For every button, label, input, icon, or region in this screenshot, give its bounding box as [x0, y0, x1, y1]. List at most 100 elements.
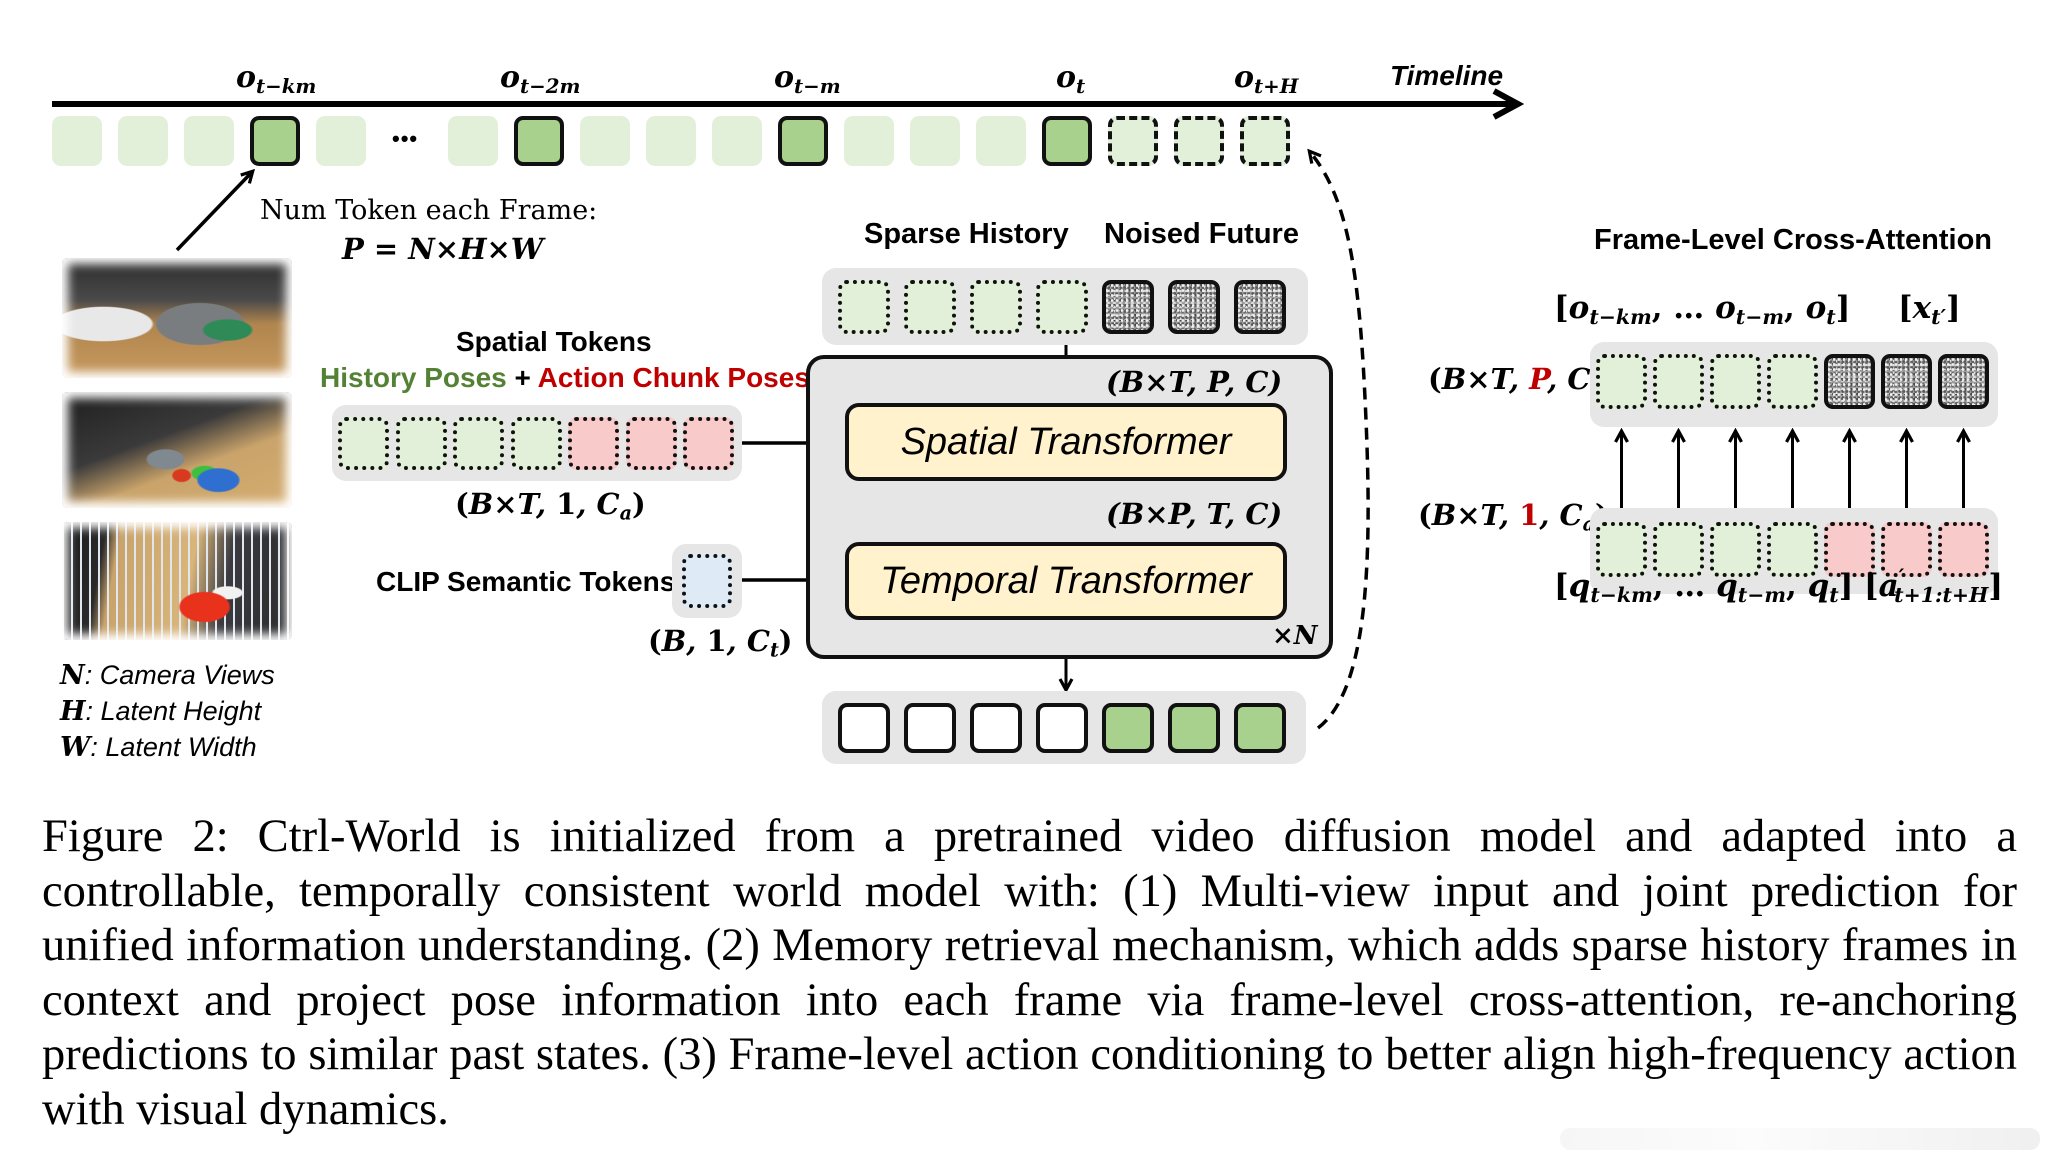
action-chunk-poses-label: Action Chunk Poses: [537, 362, 810, 393]
timeline-frame: [580, 116, 630, 166]
marker-o-t: ot: [1056, 60, 1086, 98]
cross-attention-bottom-label-left: [qt−km, … qt−m, qt]: [1554, 568, 1854, 608]
spatial-action-token: [568, 417, 619, 470]
cross-attention-top-label-right: [xt′]: [1898, 290, 1961, 330]
input-history-token: [1036, 280, 1088, 334]
xattn-top-noise-token: [1881, 354, 1932, 409]
output-predicted-token: [1102, 703, 1154, 753]
timeline-frame: [712, 116, 762, 166]
timeline-future-frame: [1108, 116, 1158, 166]
xattn-bottom-history-token: [1596, 522, 1647, 577]
xattn-bottom-history-token: [1767, 522, 1818, 577]
timeline-future-frame: [1174, 116, 1224, 166]
timeline-frame: [52, 116, 102, 166]
marker-o-t-2m: ot−2m: [500, 60, 581, 98]
timeline-frame: [118, 116, 168, 166]
output-empty-token: [970, 703, 1022, 753]
timeline-key-frame: [1042, 116, 1092, 166]
watermark-artifact: [1560, 1128, 2040, 1150]
legend-latent-height: H: Latent Height: [60, 696, 262, 727]
spatial-history-token: [338, 417, 389, 470]
timeline-frame: [976, 116, 1026, 166]
shape-mid-label: (B×P, T, C): [1106, 497, 1283, 531]
timeline-key-frame: [778, 116, 828, 166]
xattn-top-history-token: [1767, 354, 1818, 409]
xattn-bottom-history-token: [1710, 522, 1761, 577]
output-empty-token: [904, 703, 956, 753]
output-sequence-panel: [822, 691, 1306, 764]
xattn-top-noise-token: [1824, 354, 1875, 409]
xattn-top-noise-token: [1938, 354, 1989, 409]
timeline-key-frame: [514, 116, 564, 166]
marker-o-t-plus-h: ot+H: [1234, 60, 1299, 98]
noised-future-label: Noised Future: [1104, 218, 1299, 250]
clip-token: [682, 554, 732, 608]
camera-view-1: [62, 258, 292, 378]
legend-camera-views: N: Camera Views: [60, 660, 275, 691]
sparse-history-label: Sparse History: [864, 218, 1069, 250]
camera-view-3: [62, 522, 292, 640]
marker-o-t-km: ot−km: [236, 60, 317, 98]
timeline-frame: [184, 116, 234, 166]
spatial-tokens-shape: (B×T, 1, Ca): [455, 487, 646, 525]
xattn-top-history-token: [1710, 354, 1761, 409]
history-poses-label: History Poses: [320, 362, 507, 393]
num-token-formula: P = N×H×W: [342, 232, 544, 266]
legend-latent-width: W: Latent Width: [60, 732, 257, 763]
spatial-tokens-subtitle: History Poses + Action Chunk Poses: [320, 362, 810, 393]
clip-tokens-label: CLIP Semantic Tokens: [376, 566, 676, 597]
timeline-frame: [646, 116, 696, 166]
timeline-frame: [448, 116, 498, 166]
figure-caption: Figure 2: Ctrl-World is initialized from…: [42, 811, 2017, 1135]
xattn-top-history-token: [1596, 354, 1647, 409]
xattn-bottom-history-token: [1653, 522, 1704, 577]
spatial-action-token: [625, 417, 677, 470]
timeline-frame: [844, 116, 894, 166]
input-noise-token: [1234, 280, 1286, 334]
temporal-transformer: Temporal Transformer: [845, 542, 1287, 620]
timeline-axis: [52, 101, 1512, 107]
timeline-frame: [910, 116, 960, 166]
cross-attention-top-label-left: [ot−km, … ot−m, ot]: [1554, 290, 1851, 330]
input-history-token: [838, 280, 890, 334]
cross-attention-arrows: [1622, 432, 1964, 520]
xattn-bottom-action-token: [1824, 522, 1875, 577]
frame-pointer-arrow: [175, 172, 252, 252]
cross-attention-row2-shape: (B×T, 1, Ca): [1418, 498, 1609, 536]
xattn-top-history-token: [1653, 354, 1704, 409]
repeat-label: ×N: [1272, 621, 1318, 651]
marker-o-t-m: ot−m: [774, 60, 841, 98]
spatial-tokens-panel: [332, 405, 742, 481]
cross-attention-row1-panel: [1590, 342, 1998, 427]
output-predicted-token: [1234, 703, 1286, 753]
timeline-frame: [316, 116, 366, 166]
shape-in-label: (B×T, P, C): [1106, 365, 1283, 399]
timeline-arrowhead-icon: [1492, 88, 1524, 120]
num-token-label: Num Token each Frame:: [260, 195, 598, 226]
cross-attention-title: Frame-Level Cross-Attention: [1594, 224, 1993, 256]
cross-attention-row1-shape: (B×T, P, C): [1428, 362, 1604, 396]
spatial-history-token: [395, 417, 447, 470]
timeline-key-frame: [250, 116, 300, 166]
timeline-future-frame: [1240, 116, 1290, 166]
xattn-bottom-action-token: [1881, 522, 1932, 577]
output-empty-token: [1036, 703, 1088, 753]
cross-attention-bottom-label-right: [a′t+1:t+H]: [1864, 564, 2004, 608]
output-predicted-token: [1168, 703, 1220, 753]
input-history-token: [970, 280, 1022, 334]
output-empty-token: [838, 703, 890, 753]
spatial-action-token: [683, 417, 734, 470]
spatial-tokens-title: Spatial Tokens: [456, 326, 652, 357]
input-noise-token: [1168, 280, 1220, 334]
input-sequence-panel: [822, 268, 1308, 345]
spatial-history-token: [510, 417, 562, 470]
timeline-label: Timeline: [1390, 60, 1504, 91]
xattn-bottom-action-token: [1938, 522, 1989, 577]
spatial-transformer: Spatial Transformer: [845, 403, 1287, 481]
cross-attention-row2-panel: [1590, 508, 1998, 594]
input-noise-token: [1102, 280, 1154, 334]
spatial-history-token: [453, 417, 504, 470]
camera-view-2: [62, 392, 292, 508]
input-history-token: [904, 280, 956, 334]
clip-tokens-panel: [672, 544, 742, 618]
